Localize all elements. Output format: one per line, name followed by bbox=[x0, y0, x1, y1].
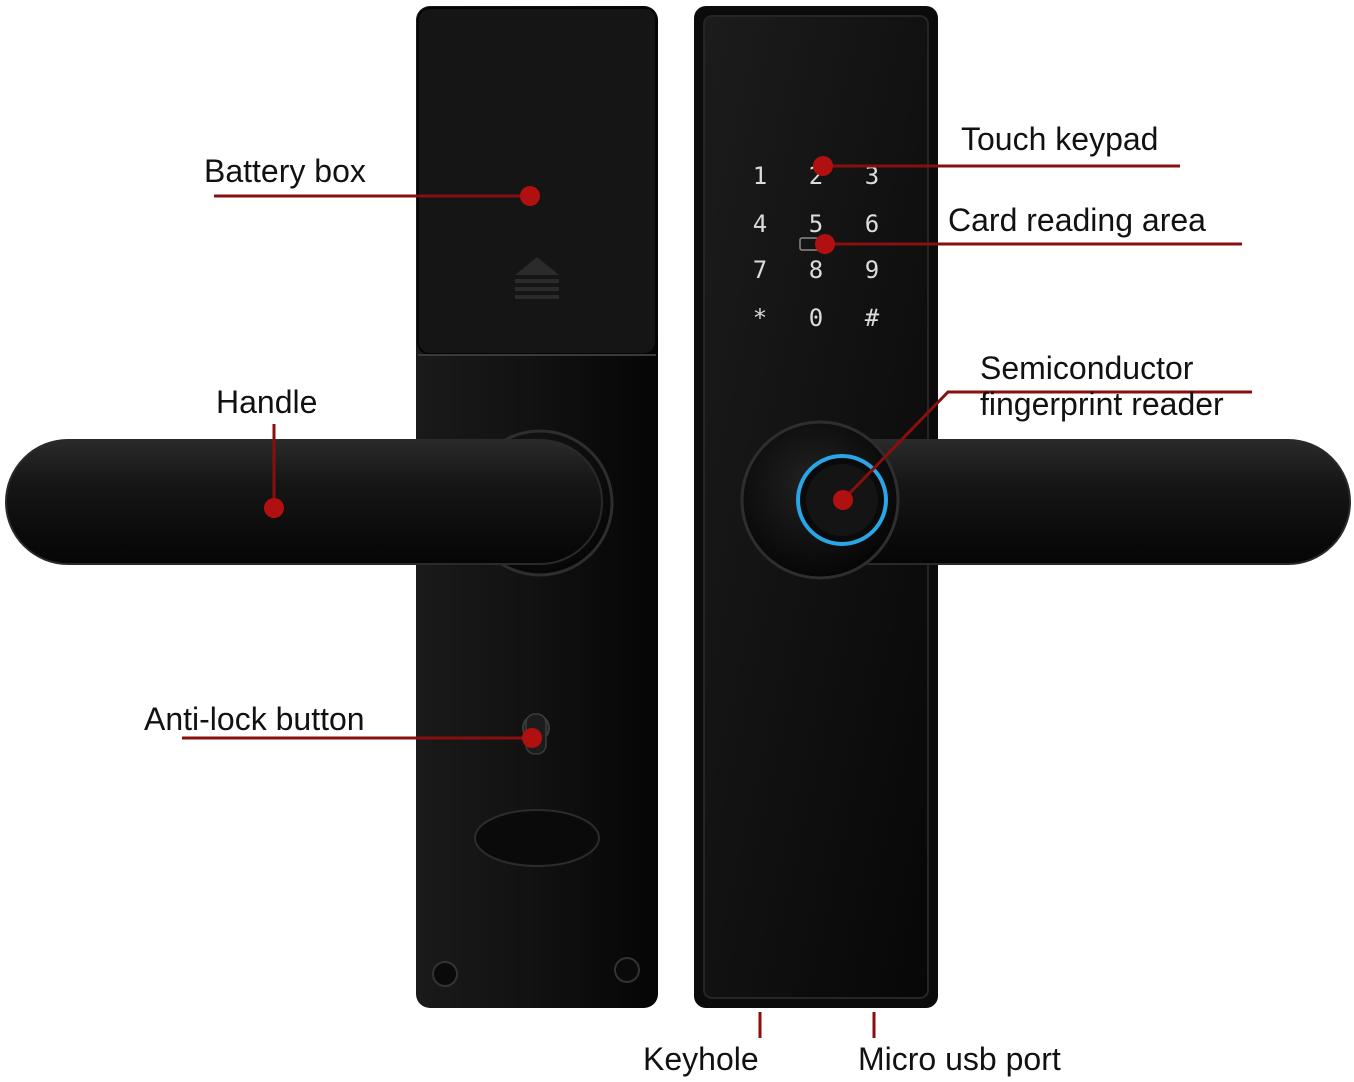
anti-lock-button-label: Anti-lock button bbox=[144, 701, 365, 737]
fingerprint-leader bbox=[841, 390, 1252, 502]
inner-handle bbox=[5, 429, 614, 577]
screw-right bbox=[614, 957, 640, 983]
card-reading-dot bbox=[815, 234, 835, 254]
micro-usb-port-label: Micro usb port bbox=[858, 1041, 1061, 1077]
inner-recess bbox=[474, 809, 600, 867]
handle-label: Handle bbox=[216, 384, 318, 420]
fingerprint-label-line2: fingerprint reader bbox=[980, 386, 1224, 422]
eject-arrow-icon bbox=[515, 257, 559, 299]
keypad-key-5: 5 bbox=[809, 210, 823, 238]
battery-box-dot bbox=[520, 186, 540, 206]
outer-handle bbox=[740, 420, 1351, 580]
keypad-key-9: 9 bbox=[865, 256, 879, 284]
screw-left bbox=[432, 961, 458, 987]
touch-keypad-dot bbox=[813, 156, 833, 176]
anti-lock-dot bbox=[522, 728, 542, 748]
callout-lines bbox=[182, 164, 1252, 1038]
handle-dot bbox=[264, 498, 284, 518]
keypad-key-6: 6 bbox=[865, 210, 879, 238]
keypad-key-1: 1 bbox=[753, 162, 767, 190]
battery-box-cover bbox=[417, 7, 657, 355]
keyhole-label: Keyhole bbox=[643, 1041, 759, 1077]
keypad-key-4: 4 bbox=[753, 210, 767, 238]
inner-handle-lever bbox=[5, 439, 603, 565]
battery-box-label: Battery box bbox=[204, 153, 366, 189]
touch-keypad-label: Touch keypad bbox=[961, 121, 1159, 157]
fingerprint-label-line1: Semiconductor bbox=[980, 350, 1194, 386]
callout-dots bbox=[264, 156, 853, 748]
keypad-key-star: * bbox=[753, 304, 767, 332]
fingerprint-reader-label: Semiconductor fingerprint reader bbox=[980, 350, 1224, 422]
fingerprint-dot bbox=[833, 490, 853, 510]
keypad-key-7: 7 bbox=[753, 256, 767, 284]
keypad-key-3: 3 bbox=[865, 162, 879, 190]
keypad-key-hash: # bbox=[865, 304, 880, 332]
keypad-key-0: 0 bbox=[809, 304, 823, 332]
keypad-key-8: 8 bbox=[809, 256, 823, 284]
card-reading-area-label: Card reading area bbox=[948, 202, 1206, 238]
